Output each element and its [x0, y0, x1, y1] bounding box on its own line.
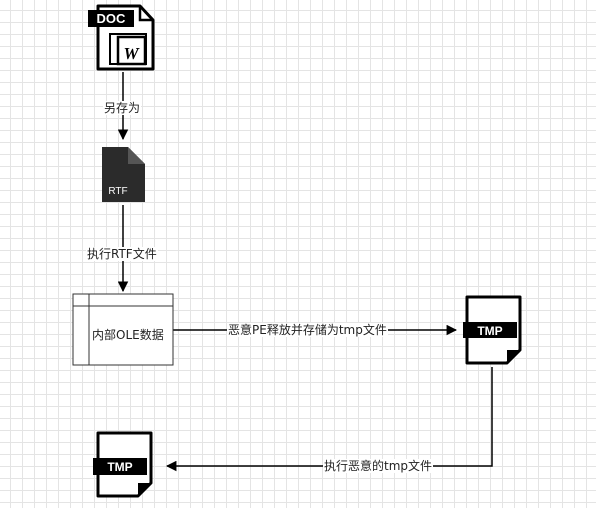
ole-data-block: [72, 293, 174, 366]
tmp-file-icon-2: TMP: [93, 431, 153, 498]
rtf-file-icon: RTF: [102, 147, 145, 202]
word-glyph: W: [123, 44, 140, 63]
rtf-label: RTF: [108, 186, 127, 197]
ole-block-label: 内部OLE数据: [92, 328, 164, 342]
edge-label-execute-rtf: 执行RTF文件: [86, 247, 158, 261]
tmp-file-icon-1: TMP: [463, 295, 522, 365]
edge-execute-tmp: [165, 367, 493, 472]
tmp-label-1: TMP: [477, 324, 502, 338]
edge-label-release-pe: 恶意PE释放并存储为tmp文件: [227, 323, 388, 337]
doc-file-icon: DOC W: [88, 4, 155, 71]
tmp-label-2: TMP: [107, 460, 132, 474]
doc-tag-text: DOC: [97, 11, 127, 26]
edge-label-execute-tmp: 执行恶意的tmp文件: [323, 459, 434, 473]
edge-label-save-as: 另存为: [103, 101, 142, 115]
